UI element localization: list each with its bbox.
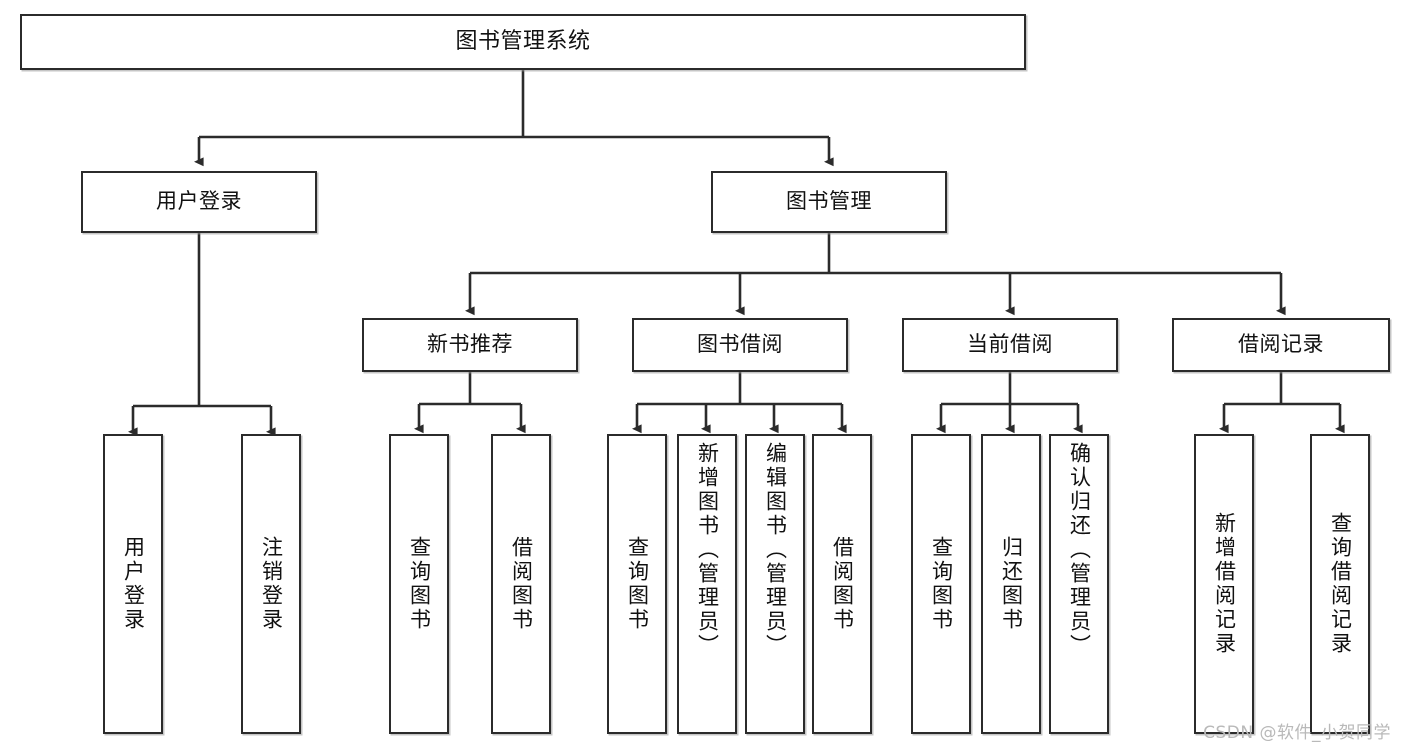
- leaf-new-book-query-book[interactable]: 查询图书: [389, 434, 449, 734]
- node-label: 归还图书: [999, 536, 1024, 632]
- leaf-new-book-borrow-book[interactable]: 借阅图书: [491, 434, 551, 734]
- leaf-user-login-login[interactable]: 用户登录: [103, 434, 163, 734]
- leaf-borrow-record-add-record[interactable]: 新增借阅记录: [1194, 434, 1254, 734]
- node-label: 图书管理: [786, 189, 872, 214]
- leaf-current-borrow-confirm-return-admin[interactable]: 确认归还（管理员）: [1049, 434, 1109, 734]
- leaf-book-borrow-borrow-book[interactable]: 借阅图书: [812, 434, 872, 734]
- node-label: 注销登录: [259, 536, 284, 632]
- node-label: 图书管理系统: [455, 28, 591, 54]
- node-label: 编辑图书（管理员）: [763, 442, 788, 658]
- node-label: 查询图书: [929, 536, 954, 632]
- node-book-management[interactable]: 图书管理: [711, 171, 947, 233]
- node-label: 用户登录: [156, 189, 242, 214]
- leaf-user-login-logout[interactable]: 注销登录: [241, 434, 301, 734]
- node-label: 查询图书: [407, 536, 432, 632]
- leaf-book-borrow-query-book[interactable]: 查询图书: [607, 434, 667, 734]
- leaf-current-borrow-return-book[interactable]: 归还图书: [981, 434, 1041, 734]
- node-label: 新增借阅记录: [1212, 512, 1237, 656]
- node-label: 查询图书: [625, 536, 650, 632]
- node-label: 图书借阅: [697, 332, 783, 357]
- node-label: 当前借阅: [967, 332, 1053, 357]
- node-label: 查询借阅记录: [1328, 512, 1353, 656]
- node-label: 借阅记录: [1238, 332, 1324, 357]
- node-root-book-management-system[interactable]: 图书管理系统: [20, 14, 1026, 70]
- node-label: 新书推荐: [427, 332, 513, 357]
- node-label: 借阅图书: [830, 536, 855, 632]
- node-label: 用户登录: [121, 536, 146, 632]
- node-book-borrow[interactable]: 图书借阅: [632, 318, 848, 372]
- leaf-book-borrow-edit-book-admin[interactable]: 编辑图书（管理员）: [745, 434, 805, 734]
- leaf-current-borrow-query-book[interactable]: 查询图书: [911, 434, 971, 734]
- node-user-login[interactable]: 用户登录: [81, 171, 317, 233]
- node-new-book-recommend[interactable]: 新书推荐: [362, 318, 578, 372]
- node-label: 借阅图书: [509, 536, 534, 632]
- node-label: 新增图书（管理员）: [695, 442, 720, 658]
- node-borrow-record[interactable]: 借阅记录: [1172, 318, 1390, 372]
- csdn-watermark: CSDN @软件_小贺同学: [1203, 723, 1391, 743]
- node-current-borrow[interactable]: 当前借阅: [902, 318, 1118, 372]
- leaf-borrow-record-query-record[interactable]: 查询借阅记录: [1310, 434, 1370, 734]
- node-label: 确认归还（管理员）: [1067, 442, 1092, 658]
- leaf-book-borrow-add-book-admin[interactable]: 新增图书（管理员）: [677, 434, 737, 734]
